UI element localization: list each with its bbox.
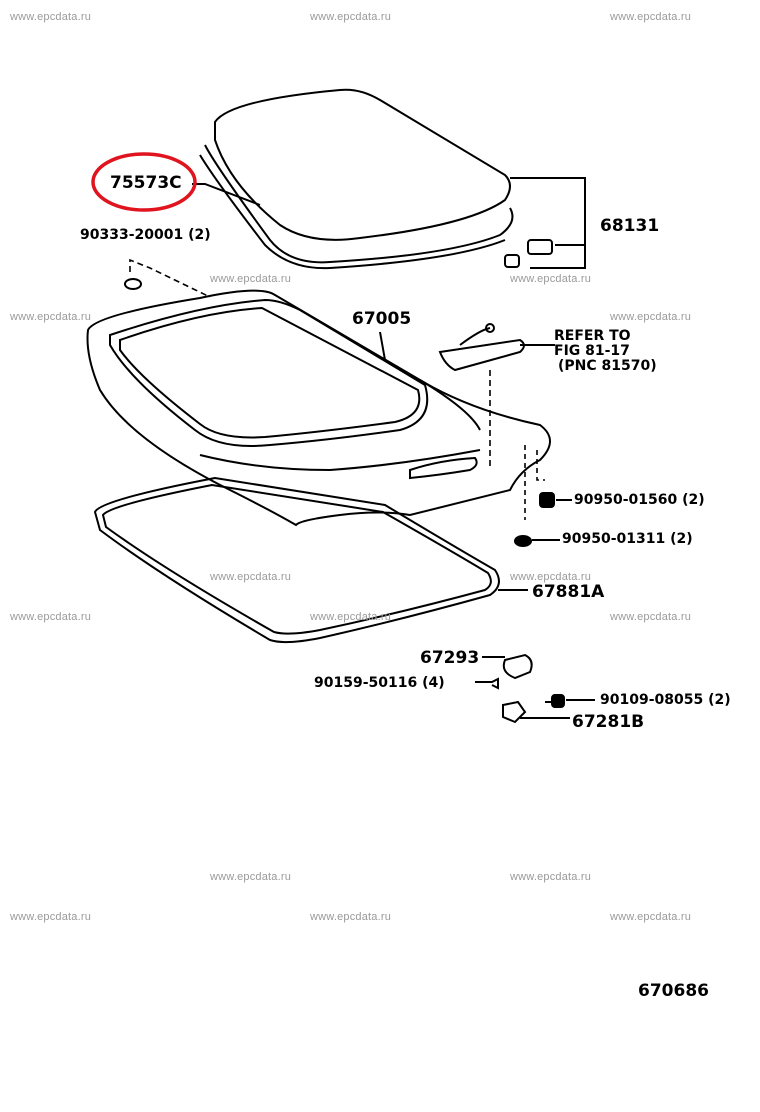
high-mount-stop-lamp [438, 323, 555, 470]
part-90333-ring [124, 278, 142, 290]
watermark: www.epcdata.ru [310, 911, 392, 923]
watermark: www.epcdata.ru [310, 611, 392, 623]
part-label-90950-01560[interactable]: 90950-01560 (2) [574, 492, 705, 508]
refer-text-line2[interactable]: FIG 81-17 [554, 343, 630, 359]
watermark: www.epcdata.ru [510, 273, 592, 285]
part-label-67293[interactable]: 67293 [420, 648, 480, 668]
watermark: www.epcdata.ru [610, 611, 692, 623]
watermark: www.epcdata.ru [510, 571, 592, 583]
refer-text-line1: REFER TO [554, 328, 631, 344]
watermark: www.epcdata.ru [310, 11, 392, 23]
part-label-90333-20001[interactable]: 90333-20001 (2) [80, 227, 211, 243]
part-68131-stops [504, 177, 586, 269]
part-label-75573c[interactable]: 75573C [110, 173, 182, 193]
watermark: www.epcdata.ru [210, 273, 292, 285]
part-label-67881a[interactable]: 67881A [532, 582, 605, 602]
highlight-circle [91, 152, 197, 212]
hinge-parts [475, 653, 595, 724]
back-door-glass [199, 88, 514, 270]
part-label-90950-01311[interactable]: 90950-01311 (2) [562, 531, 693, 547]
watermark: www.epcdata.ru [610, 311, 692, 323]
watermark: www.epcdata.ru [210, 871, 292, 883]
part-label-90109-08055[interactable]: 90109-08055 (2) [600, 692, 731, 708]
weatherstrip-67881a [93, 476, 528, 644]
leader-67005 [379, 331, 386, 361]
part-label-90159-50116[interactable]: 90159-50116 (4) [314, 675, 445, 691]
refer-text-line3: (PNC 81570) [558, 358, 657, 374]
watermark: www.epcdata.ru [210, 571, 292, 583]
watermark: www.epcdata.ru [10, 11, 92, 23]
watermark: www.epcdata.ru [610, 911, 692, 923]
watermark: www.epcdata.ru [10, 311, 92, 323]
watermark: www.epcdata.ru [510, 871, 592, 883]
fasteners-90950 [514, 445, 572, 547]
figure-number: 670686 [638, 981, 709, 1001]
watermark: www.epcdata.ru [10, 611, 92, 623]
part-label-67281b[interactable]: 67281B [572, 712, 645, 732]
part-label-67005[interactable]: 67005 [352, 309, 412, 329]
back-door-panel [86, 289, 551, 527]
watermark: www.epcdata.ru [10, 911, 92, 923]
watermark: www.epcdata.ru [610, 11, 692, 23]
part-label-68131[interactable]: 68131 [600, 216, 660, 236]
